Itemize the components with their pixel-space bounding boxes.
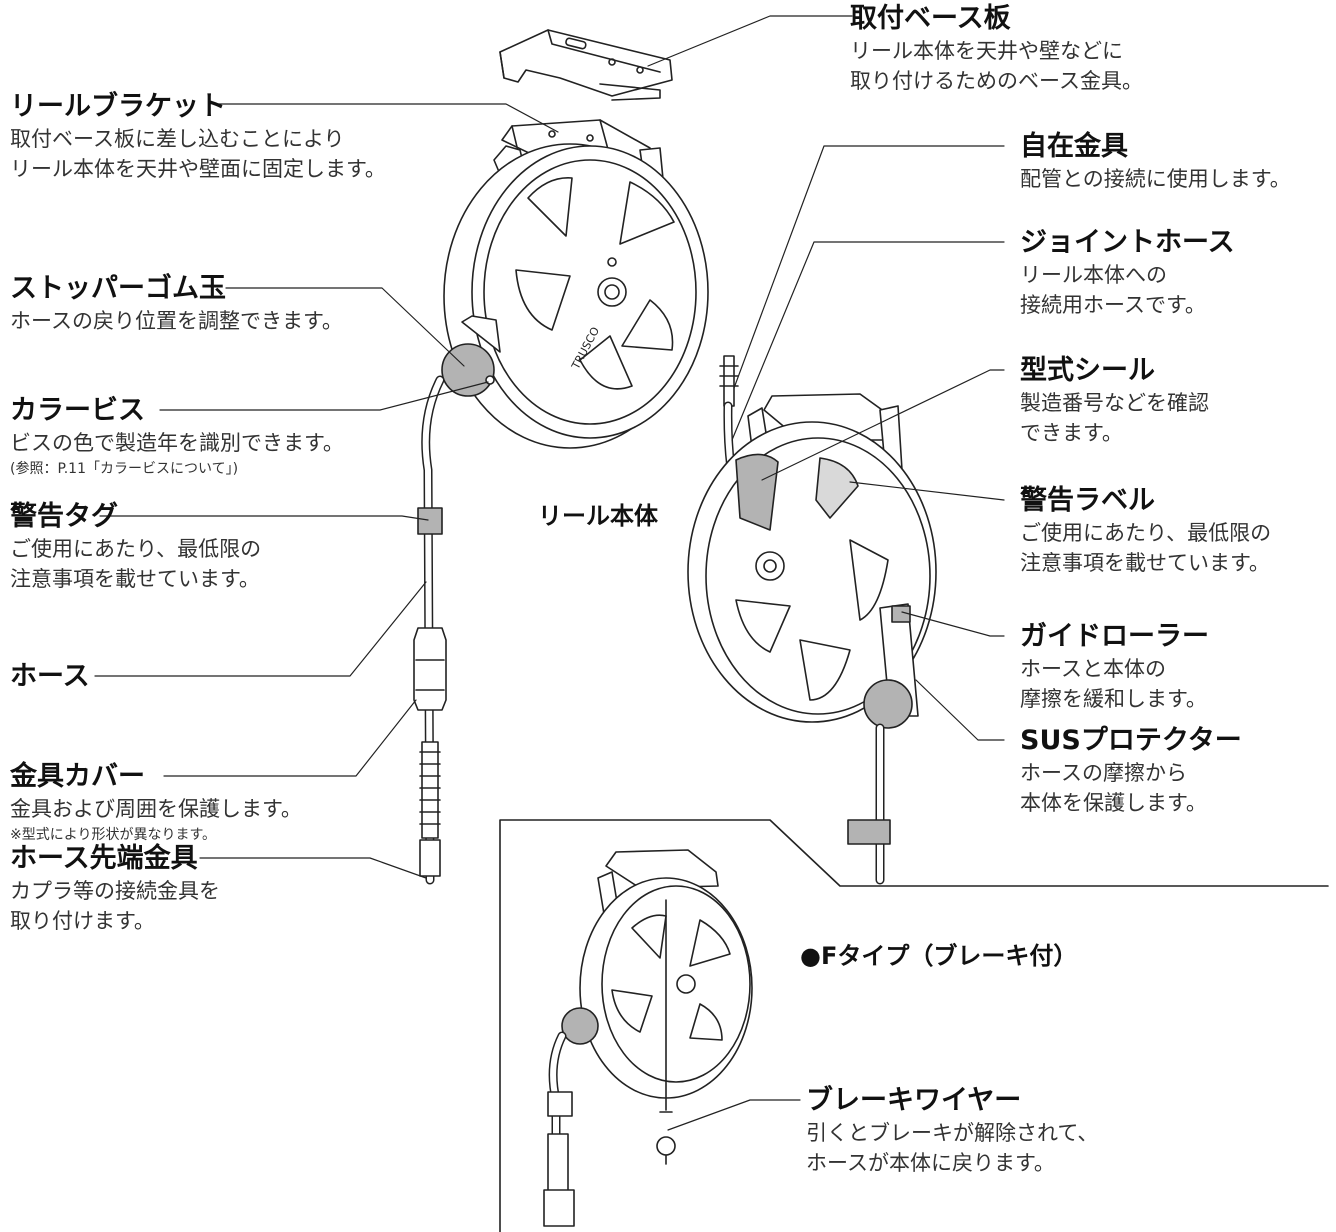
joint-hose-title: ジョイントホース [1020,227,1235,258]
sus-protector-desc-1: ホースの摩擦から [1020,761,1187,785]
label-model-seal: 型式シール 製造番号などを確認 できます。 [1020,354,1209,448]
hose-end-desc-1: カプラ等の接続金具を [10,879,220,903]
color-screw-note: (参照：P.11「カラービスについて」) [10,461,239,477]
label-joint-hose: ジョイントホース リール本体への 接続用ホースです。 [1020,226,1235,320]
label-stopper: ストッパーゴム玉 ホースの戻り位置を調整できます。 [10,272,343,336]
caption-reel-body: リール本体 [538,502,658,530]
label-guide-roller: ガイドローラー ホースと本体の 摩擦を緩和します。 [1020,620,1209,714]
fitting-cover-desc-1: 金具および周囲を保護します。 [10,797,302,821]
brake-wire-desc-2: ホースが本体に戻ります。 [806,1151,1055,1175]
base-plate-desc-2: 取り付けるためのベース金具。 [850,69,1143,93]
warning-tag-title: 警告タグ [10,501,118,532]
main-reel-drawing: TRUSCO [413,119,709,885]
swivel-desc-1: 配管との接続に使用します。 [1020,167,1291,191]
caption-f-type: ●Fタイプ（ブレーキ付） [800,942,1078,970]
warning-label-desc-1: ご使用にあたり、最低限の [1020,521,1272,545]
fitting-cover-note: ※型式により形状が異なります。 [10,827,217,843]
guide-roller-desc-1: ホースと本体の [1020,657,1166,681]
label-fitting-cover: 金具カバー 金具および周囲を保護します。 ※型式により形状が異なります。 [10,760,302,846]
reel-bracket-title: リールブラケット [10,91,226,122]
sus-protector-desc-2: 本体を保護します。 [1020,791,1207,815]
hose-end-title: ホース先端金具 [10,843,198,874]
model-seal-desc-2: できます。 [1020,421,1123,445]
label-reel-bracket: リールブラケット 取付ベース板に差し込むことにより リール本体を天井や壁面に固定… [10,90,386,184]
label-sus-protector: SUSプロテクター ホースの摩擦から 本体を保護します。 [1020,724,1242,818]
base-plate-desc-1: リール本体を天井や壁などに [850,39,1123,63]
base-plate-drawing [499,29,673,101]
label-warning-label: 警告ラベル ご使用にあたり、最低限の 注意事項を載せています。 [1020,484,1271,578]
hose-end-desc-2: 取り付けます。 [10,909,155,933]
reel-bracket-desc-2: リール本体を天井や壁面に固定します。 [10,157,386,181]
brake-wire-desc-1: 引くとブレーキが解除されて、 [806,1121,1099,1145]
stopper-desc-1: ホースの戻り位置を調整できます。 [10,309,343,333]
warning-label-title: 警告ラベル [1020,485,1155,516]
model-seal-title: 型式シール [1020,355,1155,386]
label-hose-end: ホース先端金具 カプラ等の接続金具を 取り付けます。 [10,842,220,936]
label-hose: ホース [10,660,90,694]
sus-protector-title: SUSプロテクター [1020,725,1242,756]
brake-wire-title: ブレーキワイヤー [806,1085,1022,1116]
base-plate-title: 取付ベース板 [850,3,1011,34]
fitting-cover-title: 金具カバー [10,761,145,792]
guide-roller-desc-2: 摩擦を緩和します。 [1020,687,1207,711]
color-screw-desc-1: ビスの色で製造年を識別できます。 [10,431,344,455]
color-screw-title: カラービス [10,395,145,426]
label-swivel: 自在金具 配管との接続に使用します。 [1020,130,1291,194]
label-warning-tag: 警告タグ ご使用にあたり、最低限の 注意事項を載せています。 [10,500,261,594]
model-seal-desc-1: 製造番号などを確認 [1020,391,1209,415]
hose-title: ホース [10,661,90,692]
guide-roller-title: ガイドローラー [1020,621,1209,652]
warning-label-desc-2: 注意事項を載せています。 [1020,551,1270,575]
f-type-drawing [499,819,1329,1232]
warning-tag-desc-2: 注意事項を載せています。 [10,567,260,591]
stopper-title: ストッパーゴム玉 [10,273,226,304]
swivel-title: 自在金具 [1020,131,1128,162]
label-brake-wire: ブレーキワイヤー 引くとブレーキが解除されて、 ホースが本体に戻ります。 [806,1084,1098,1178]
warning-tag-desc-1: ご使用にあたり、最低限の [10,537,262,561]
joint-hose-desc-1: リール本体への [1020,263,1167,287]
leader-lines [94,15,1005,1131]
label-base-plate: 取付ベース板 リール本体を天井や壁などに 取り付けるためのベース金具。 [850,2,1143,96]
joint-hose-desc-2: 接続用ホースです。 [1020,293,1206,317]
reel-bracket-desc-1: 取付ベース板に差し込むことにより [10,127,345,151]
rear-reel-drawing [687,355,937,885]
label-color-screw: カラービス ビスの色で製造年を識別できます。 (参照：P.11「カラービスについ… [10,394,344,480]
